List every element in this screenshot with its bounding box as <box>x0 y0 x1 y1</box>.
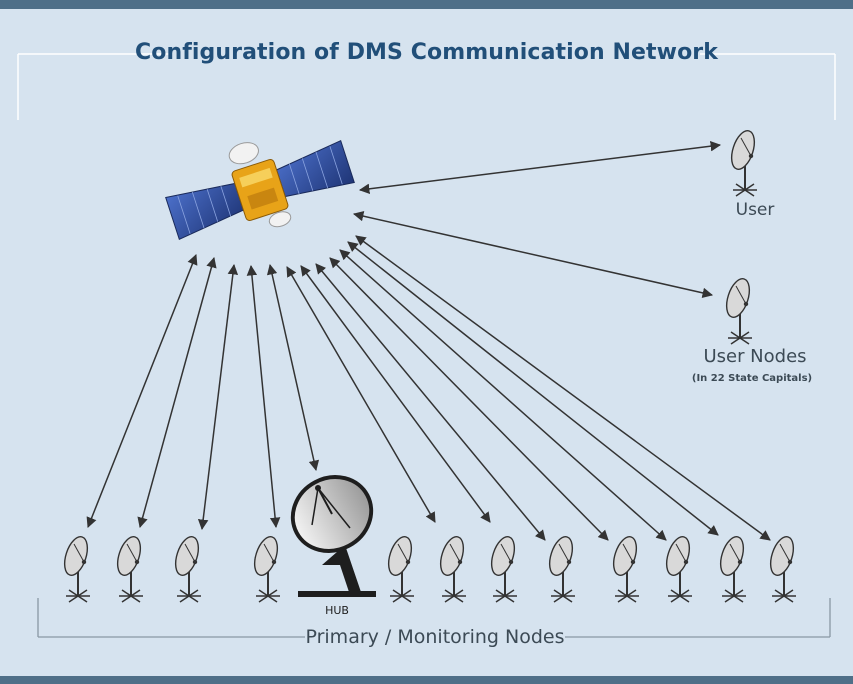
ground-link-arrow <box>266 263 320 472</box>
dish-antenna-icon <box>725 278 752 345</box>
bottom-bar <box>0 676 853 684</box>
dish-antenna-icon <box>253 536 280 603</box>
hub-dish-icon <box>290 475 376 597</box>
dish-antenna-icon <box>490 536 517 603</box>
dish-antenna-icon <box>769 536 796 603</box>
dish-antenna-icon <box>439 536 466 603</box>
dish-antenna-icon <box>548 536 575 603</box>
dish-antenna-icon <box>63 536 90 603</box>
ground-link-arrow <box>347 241 719 536</box>
dish-antenna-icon <box>612 536 639 603</box>
user-nodes-label: User Nodes <box>703 346 807 367</box>
ground-link-arrow <box>246 264 281 529</box>
user-label: User <box>735 200 775 220</box>
link-arrows <box>86 140 771 541</box>
user-nodes-sublabel: (In 22 State Capitals) <box>691 373 813 384</box>
dish-layer <box>63 130 796 603</box>
diagram-title: Configuration of DMS Communication Netwo… <box>135 40 718 65</box>
primary-nodes-label: Primary / Monitoring Nodes <box>305 626 565 648</box>
ground-link-arrow <box>339 249 667 541</box>
dish-antenna-icon <box>174 536 201 603</box>
dish-antenna-icon <box>730 130 757 197</box>
ground-link-arrow <box>197 263 239 531</box>
dish-antenna-icon <box>719 536 746 603</box>
ground-link-arrow <box>137 256 217 529</box>
hub-label: HUB <box>325 604 349 617</box>
user-nodes-link-arrow <box>352 210 714 299</box>
top-bar <box>0 0 853 9</box>
ground-link-arrow <box>329 257 609 541</box>
satellite-icon <box>165 139 355 241</box>
dish-antenna-icon <box>665 536 692 603</box>
primary-bracket <box>37 598 831 638</box>
dish-antenna-icon <box>387 536 414 603</box>
user-link-arrow <box>358 140 722 195</box>
dish-antenna-icon <box>116 536 143 603</box>
frame-lines <box>17 53 836 120</box>
ground-link-arrow <box>86 254 198 528</box>
